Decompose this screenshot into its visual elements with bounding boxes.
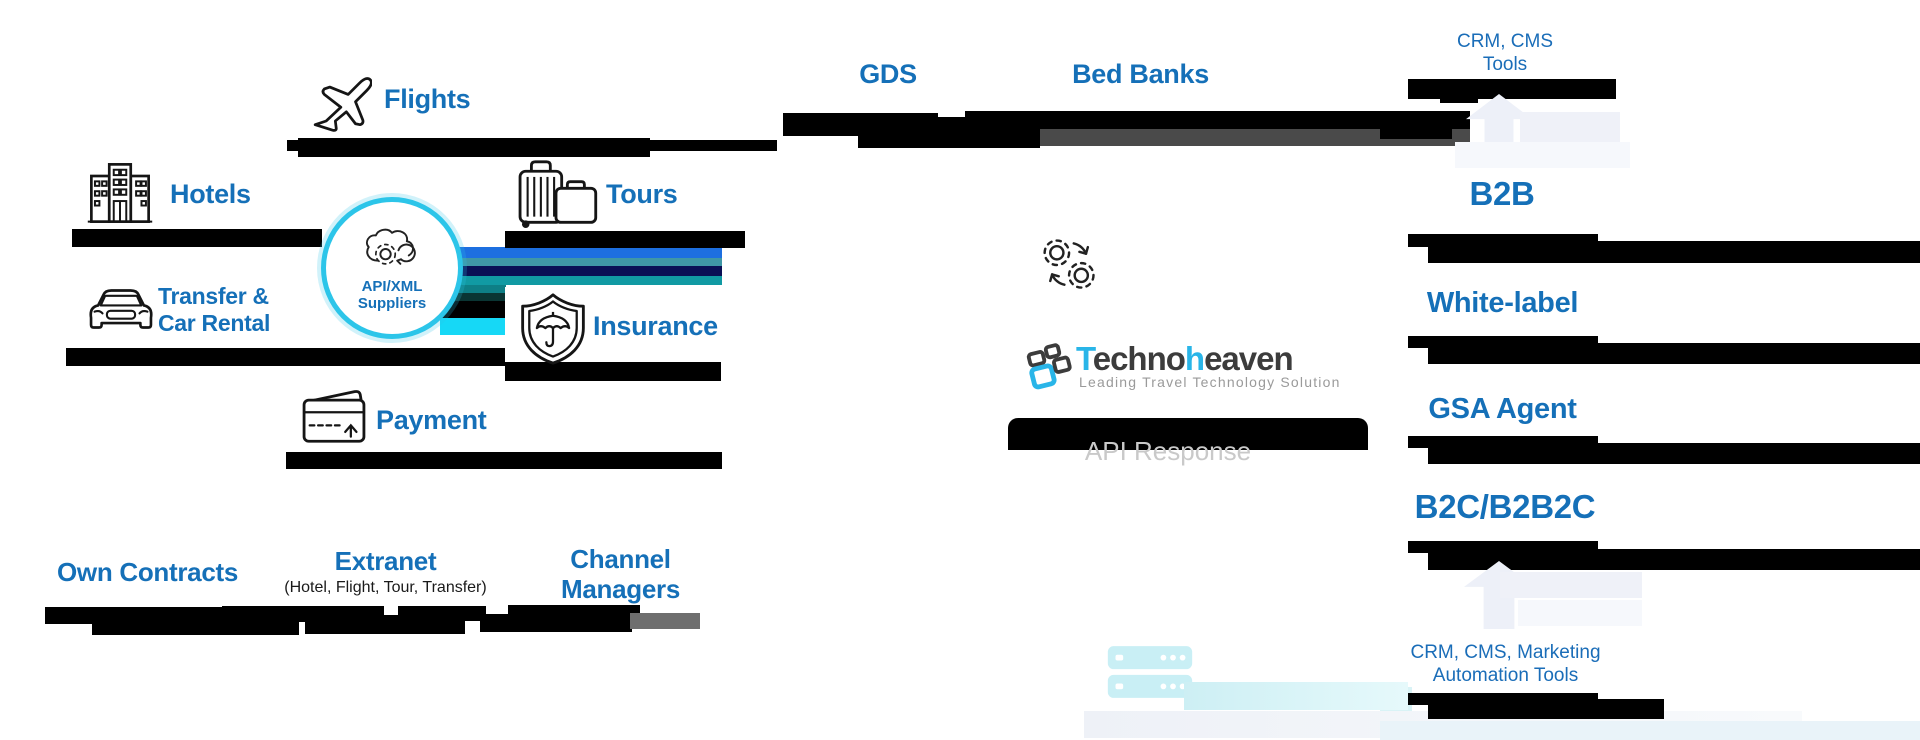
brand-squares-icon: [1026, 342, 1076, 397]
brand-name-h: h: [1184, 340, 1205, 377]
ghost-block: [1520, 112, 1620, 142]
redacted-bar: [630, 613, 700, 629]
white-label-label: White-label: [1426, 287, 1579, 319]
pale-band: [1184, 682, 1408, 710]
brand-tagline: Leading Travel Technology Solution: [1079, 374, 1341, 390]
redacted-bar: [1428, 443, 1920, 464]
brand-name-echno: echno: [1092, 340, 1186, 377]
shield-umbrella-icon: [517, 292, 589, 371]
hotels-label: Hotels: [170, 179, 251, 209]
flow-stripe-teal2: [452, 276, 722, 285]
transfer-car-rental-label: Transfer & Car Rental: [158, 283, 318, 337]
redacted-bar: [286, 452, 722, 469]
hub-label-line1: API/XML: [361, 277, 423, 295]
transfer-label-line1: Transfer &: [158, 283, 269, 309]
redacted-bar: [508, 605, 640, 619]
brand-name-eaven: eaven: [1204, 340, 1294, 377]
redacted-bar: [298, 138, 650, 157]
redacted-bar: [1428, 343, 1920, 364]
brand-name-t: T: [1076, 340, 1094, 377]
ghost-block: [1518, 600, 1642, 626]
crm-cms-tools-line1: CRM, CMS: [1456, 31, 1554, 52]
b2c-b2b2c-label: B2C/B2B2C: [1414, 488, 1596, 525]
gds-label: GDS: [859, 59, 917, 89]
tours-label: Tours: [606, 179, 678, 209]
plane-icon: [306, 62, 373, 141]
flow-stripe-black: [440, 301, 506, 318]
redacted-bar: [1040, 129, 1470, 146]
redacted-bar: [72, 229, 322, 247]
gsa-agent-label: GSA Agent: [1428, 393, 1577, 425]
api-xml-suppliers-hub: API/XML Suppliers: [321, 197, 463, 339]
redacted-bar: [66, 348, 510, 366]
extranet-sublabel: (Hotel, Flight, Tour, Transfer): [284, 579, 487, 596]
insurance-label: Insurance: [593, 311, 718, 341]
redacted-bar: [1408, 79, 1616, 99]
redacted-bar: [1380, 113, 1452, 139]
flow-stripe-darkteal: [452, 293, 506, 301]
flow-stripe-teal: [452, 258, 722, 266]
redacted-bar: [398, 606, 486, 621]
flow-stripe-teal3: [452, 285, 506, 293]
extranet-label: Extranet: [334, 546, 437, 576]
crm-cms-tools-line2: Tools: [1482, 54, 1528, 75]
flow-stripe-cyan: [440, 318, 506, 335]
hotel-icon: [86, 160, 154, 231]
crm-marketing-line1: CRM, CMS, Marketing: [1410, 642, 1601, 663]
hub-label-line2: Suppliers: [357, 294, 427, 312]
flights-label: Flights: [384, 84, 471, 114]
channel-managers-label: Channel Managers: [523, 544, 718, 604]
brand-name: Technoheaven: [1076, 340, 1294, 378]
light-blue-strip: [1380, 721, 1920, 740]
redacted-bar: [1428, 241, 1920, 263]
luggage-icon: [512, 158, 600, 233]
car-icon: [84, 284, 158, 339]
channel-label-line1: Channel: [570, 544, 671, 574]
payment-label: Payment: [376, 405, 487, 435]
ghost-block: [1455, 142, 1630, 168]
own-contracts-label: Own Contracts: [56, 557, 238, 587]
redacted-bar: [505, 362, 721, 381]
api-response-label: API Response: [1084, 436, 1252, 466]
bed-banks-label: Bed Banks: [1072, 59, 1209, 89]
redacted-bar: [1428, 549, 1920, 570]
cloud-gear-icon: [361, 225, 423, 278]
flow-stripe-blue: [452, 247, 722, 258]
credit-card-icon: [298, 387, 370, 450]
ghost-block: [1500, 572, 1642, 598]
transfer-label-line2: Car Rental: [158, 310, 271, 336]
server-icon: [1104, 644, 1196, 707]
redacted-bar: [965, 111, 1470, 130]
crm-cms-tools-label: CRM, CMS Tools: [1405, 30, 1605, 76]
b2b-label: B2B: [1469, 175, 1535, 212]
redacted-bar: [1008, 418, 1368, 450]
gears-sync-icon: [1034, 234, 1106, 301]
crm-marketing-line2: Automation Tools: [1432, 665, 1579, 686]
crm-marketing-tools-label: CRM, CMS, Marketing Automation Tools: [1398, 641, 1613, 687]
redacted-bar: [505, 231, 745, 248]
redacted-bar: [1428, 699, 1664, 719]
flow-stripe-navy: [452, 266, 722, 276]
channel-label-line2: Managers: [561, 574, 680, 604]
